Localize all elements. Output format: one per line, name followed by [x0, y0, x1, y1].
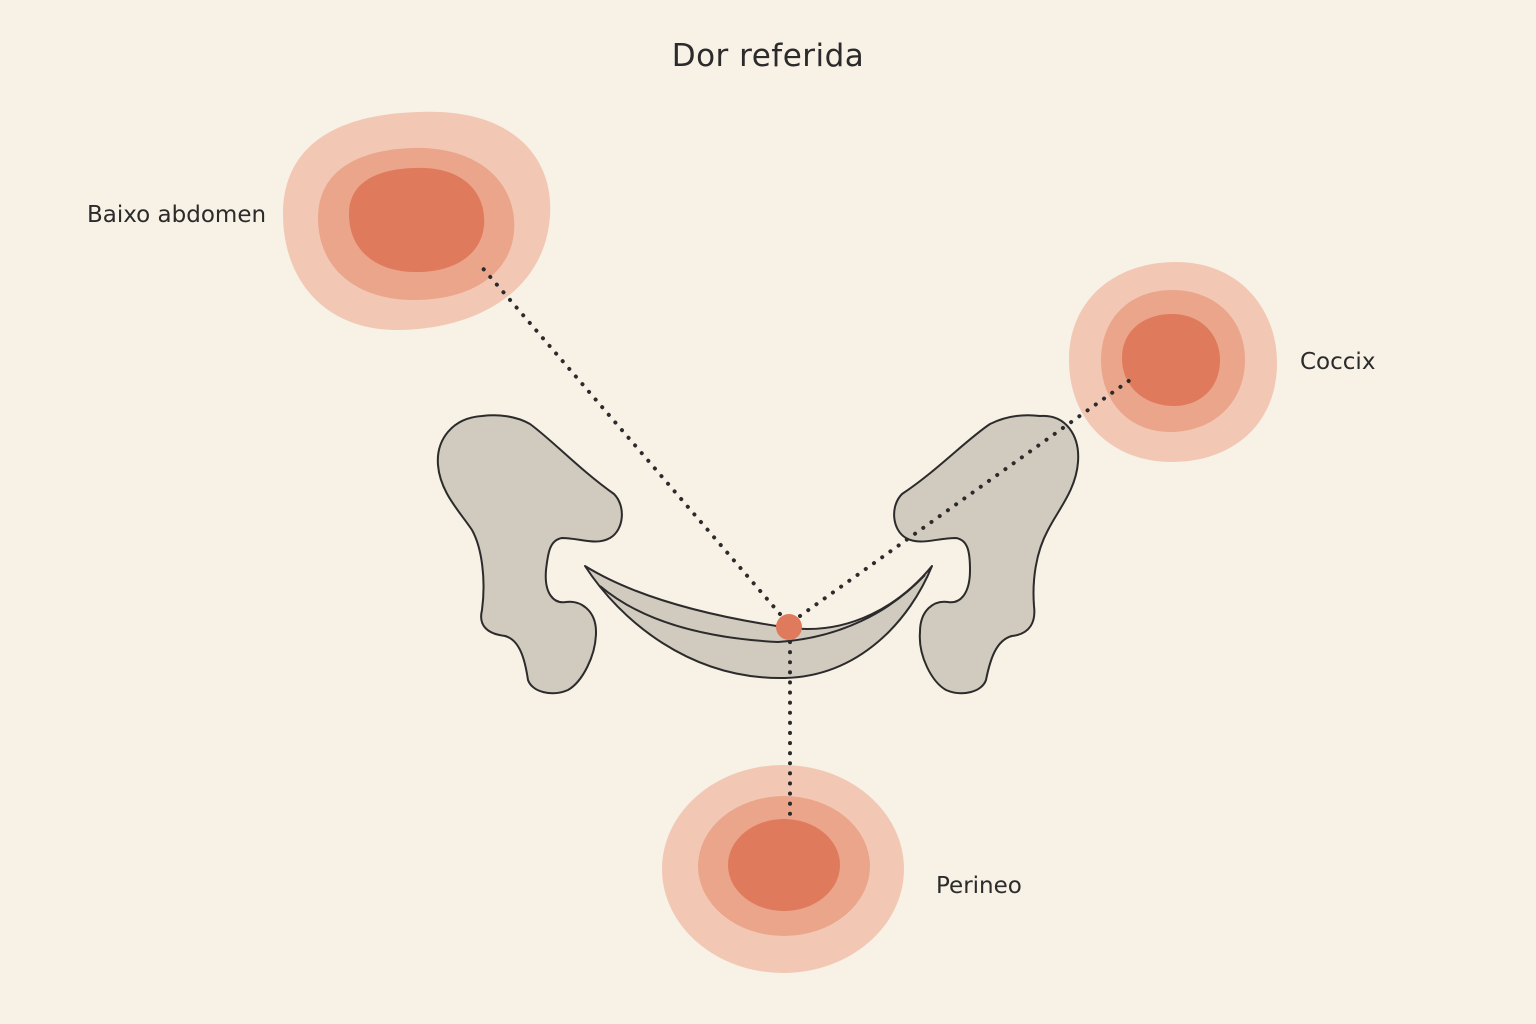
- label-baixo-abdomen: Baixo abdomen: [87, 202, 267, 228]
- label-perineo: Perineo: [936, 873, 1022, 899]
- right-hip-bone: [893, 414, 1080, 695]
- coccix-halo-core: [1122, 313, 1220, 406]
- referral-lines: [478, 263, 1132, 824]
- perineo-halo-core: [728, 819, 840, 911]
- label-coccix: Coccix: [1300, 349, 1376, 375]
- line-to-abdomen: [478, 263, 782, 616]
- pain-region-perineo: [662, 765, 904, 973]
- pain-region-abdomen: [283, 111, 551, 331]
- pelvic-floor-inner-line: [599, 574, 926, 643]
- pelvis-illustration: [436, 414, 1080, 695]
- line-to-coccix: [798, 378, 1132, 618]
- abdomen-halo-core: [349, 167, 485, 273]
- diagram-title: Dor referida: [671, 38, 865, 74]
- pelvic-floor: [584, 565, 933, 680]
- pain-region-coccix: [1068, 262, 1278, 462]
- pain-origin-point: [776, 614, 802, 640]
- left-hip-bone: [436, 414, 623, 695]
